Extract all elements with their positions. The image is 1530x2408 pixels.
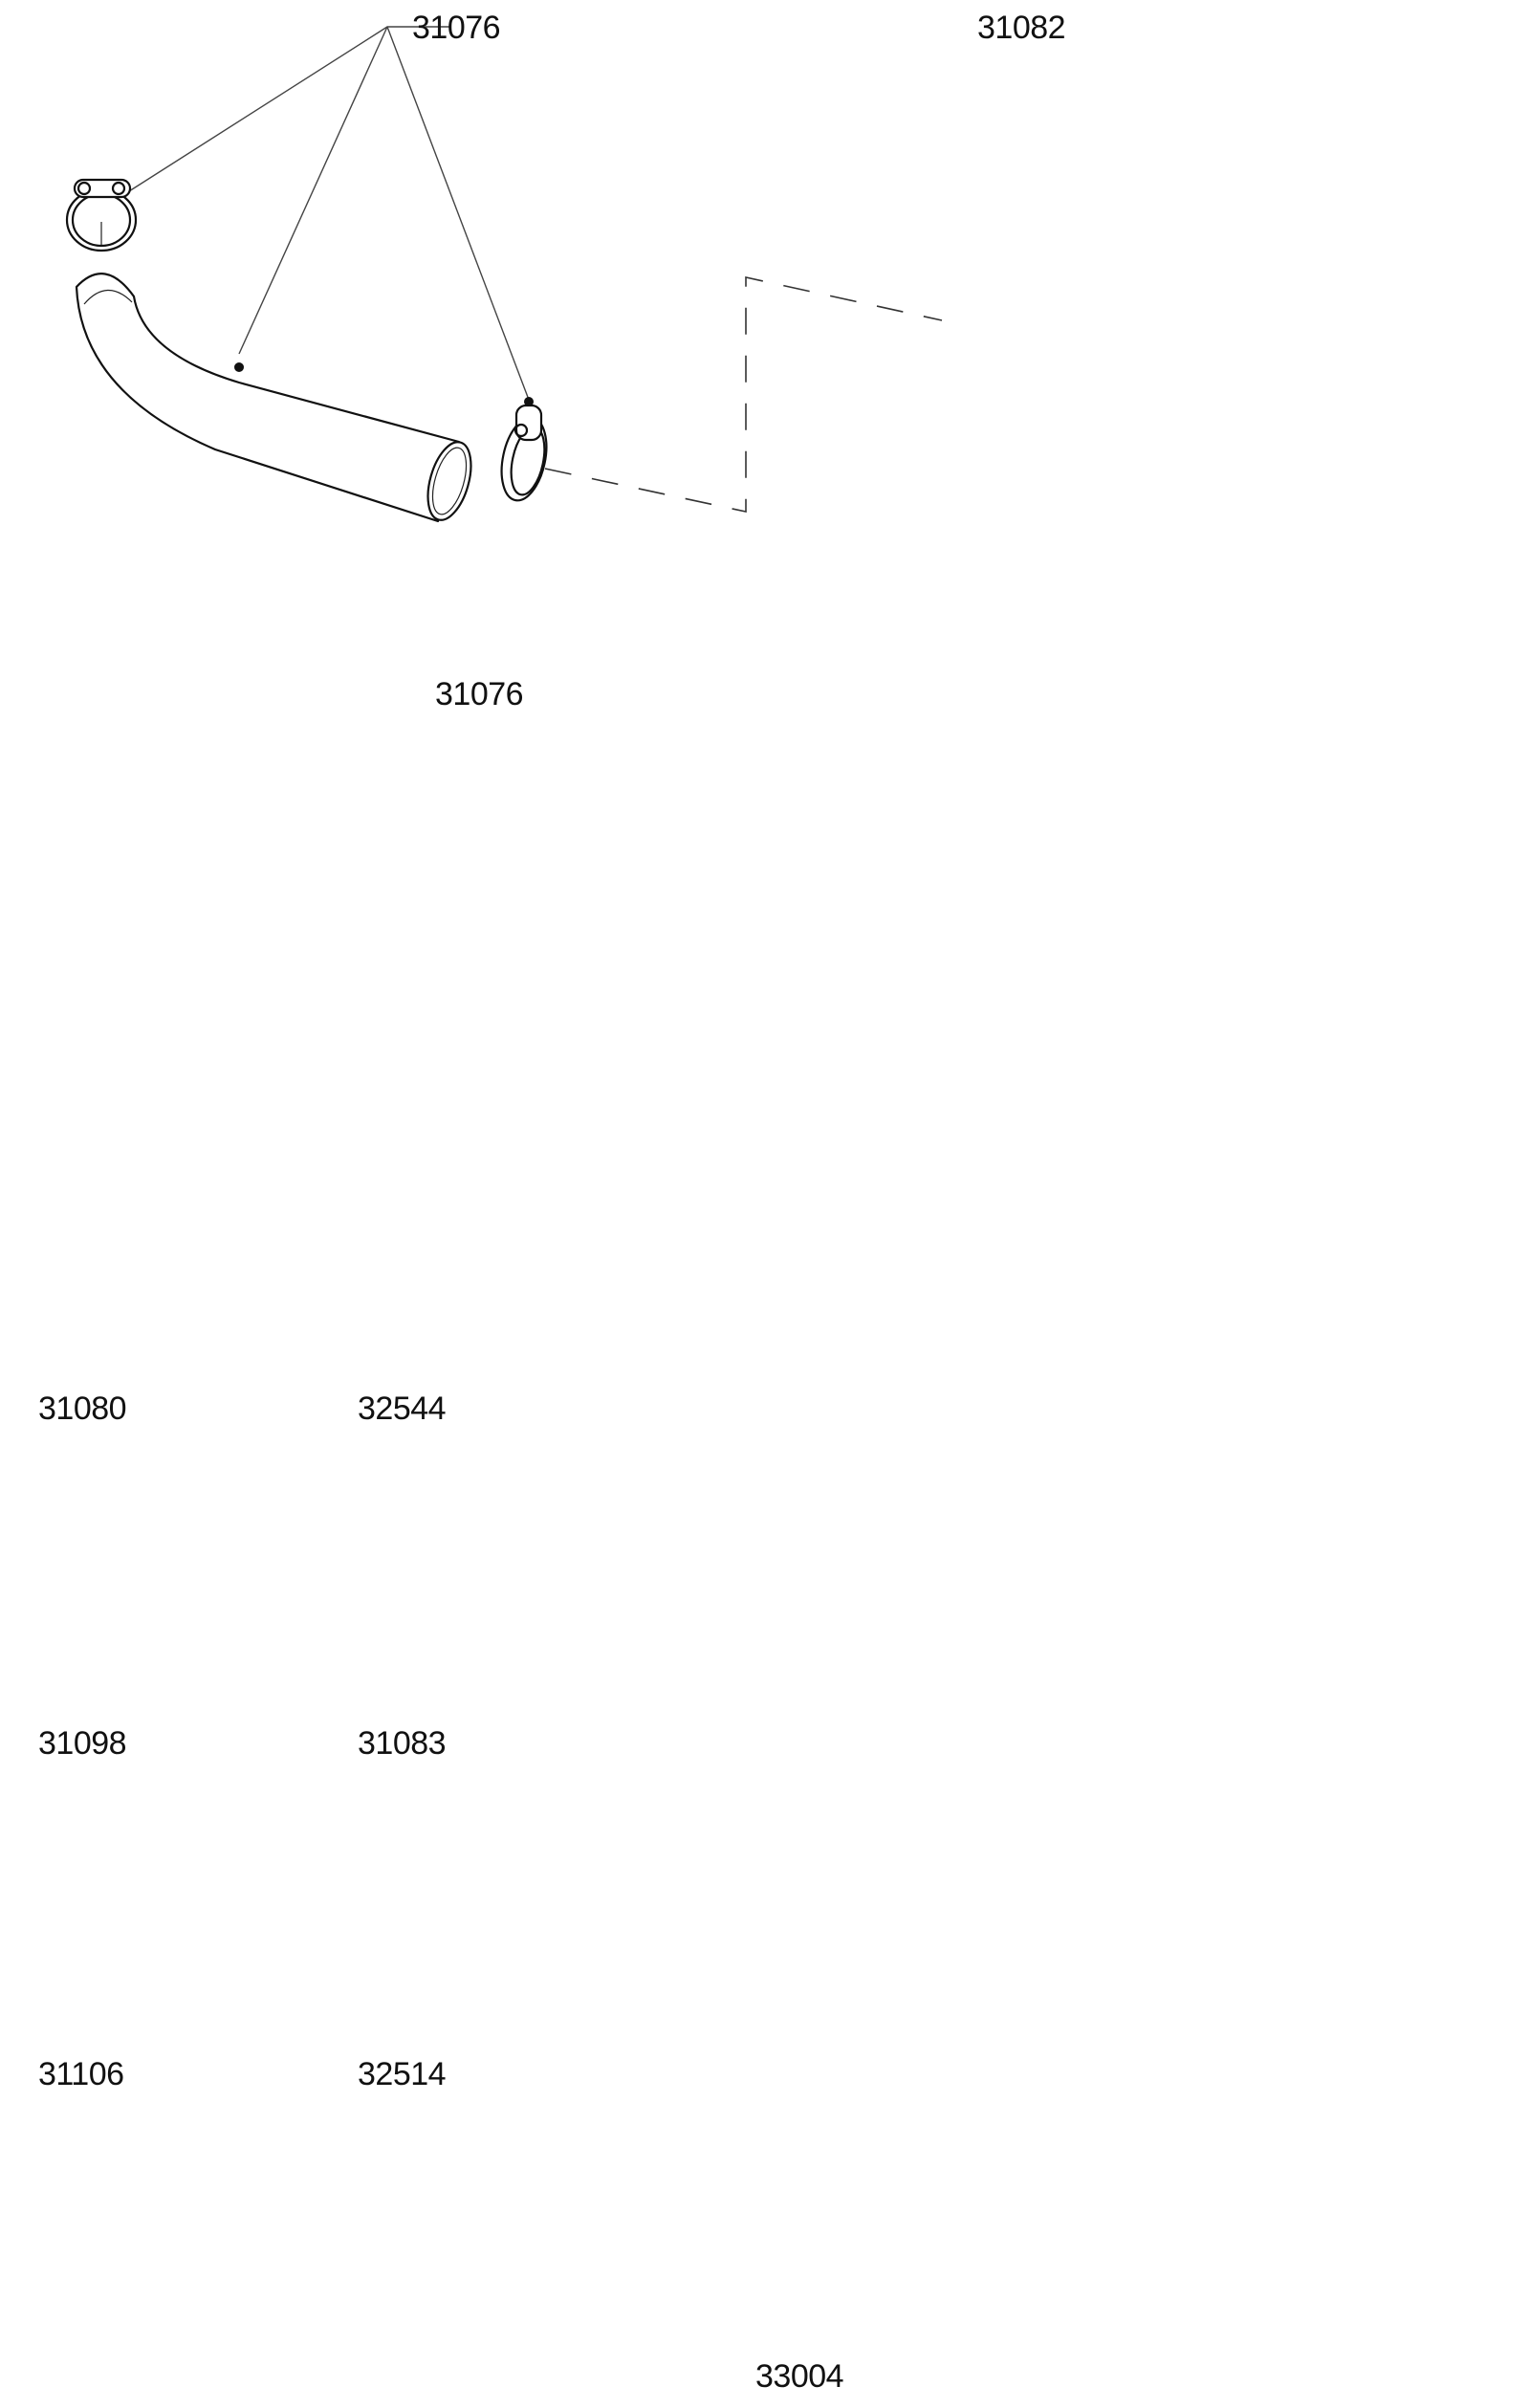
part-label-31083-sensor: 31083: [358, 1725, 447, 1762]
hose-clamp-icon: [500, 397, 548, 502]
part-label-32514-heater: 32514: [358, 2056, 447, 2092]
part-label-33004-gasket: 33004: [755, 2358, 844, 2395]
assembly-path-line: [544, 276, 943, 513]
part-label-31076-top: 31076: [412, 10, 501, 46]
hose-clamp-icon: [65, 178, 138, 252]
hose-icon: [75, 273, 472, 523]
part-label-31098-gasket: 31098: [38, 1725, 127, 1762]
part-label-31082-motor: 31082: [977, 10, 1066, 46]
part-label-31080-clamp: 31080: [38, 1390, 127, 1427]
upper-hose-assembly[interactable]: [65, 26, 943, 525]
part-label-32544-gasket: 32544: [358, 1390, 447, 1427]
part-label-31106-brushes: 31106: [38, 2056, 124, 2092]
callout-leaders-31076-top: [128, 26, 530, 401]
part-label-31076-mid: 31076: [435, 676, 524, 712]
